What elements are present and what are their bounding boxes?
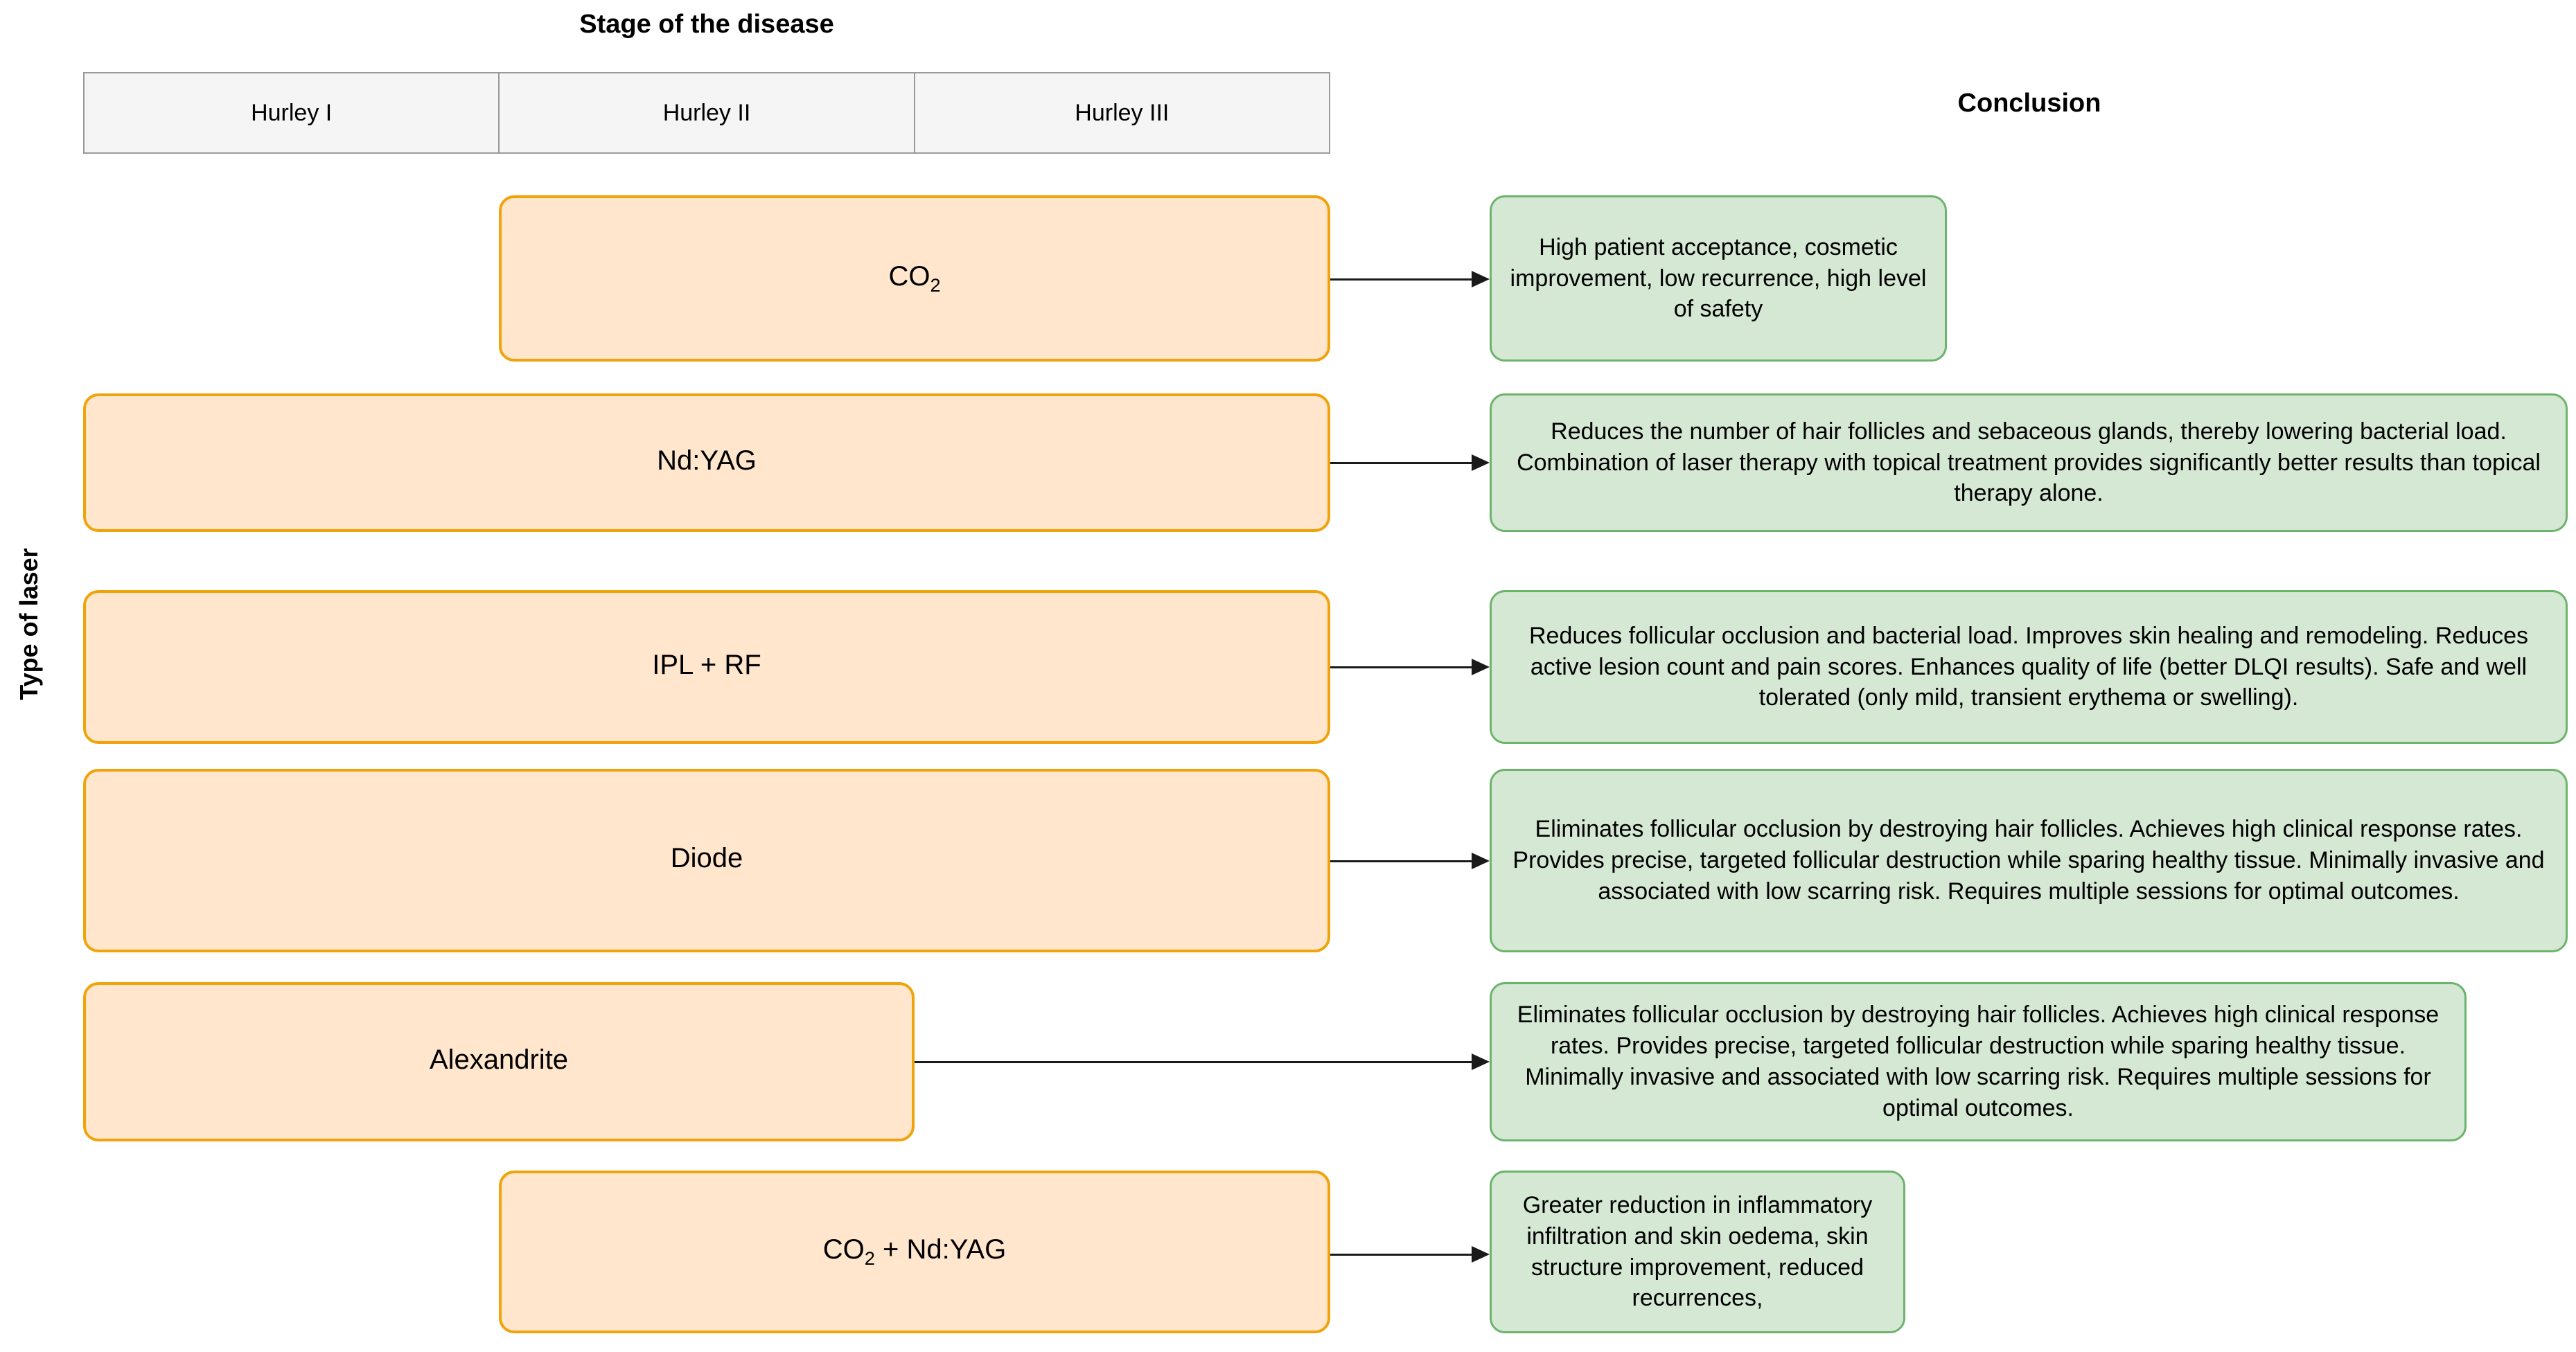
arrow-shaft [1330, 1254, 1472, 1256]
conclusion-text: Eliminates follicular occlusion by destr… [1512, 816, 2545, 905]
arrow-head [1472, 1246, 1490, 1263]
arrow-diode [1330, 853, 1490, 869]
conclusion-box-co2: High patient acceptance, cosmetic improv… [1490, 195, 1947, 362]
laser-label-text: CO [822, 1234, 865, 1265]
conclusion-box-diode: Eliminates follicular occlusion by destr… [1490, 769, 2568, 952]
conclusion-box-ipl-rf: Reduces follicular occlusion and bacteri… [1490, 590, 2568, 744]
laser-box-alexandrite-label: Alexandrite [430, 1044, 568, 1080]
laser-label-text: CO [888, 260, 930, 292]
stage-header-table: Hurley I Hurley II Hurley III [83, 72, 1330, 154]
laser-box-diode-label: Diode [671, 843, 743, 878]
arrow-co2-ndyag [1330, 1246, 1490, 1263]
arrow-shaft [1330, 860, 1472, 862]
laser-label-suffix: + Nd:YAG [874, 1234, 1007, 1265]
laser-label-subscript: 2 [930, 274, 941, 296]
conclusion-box-ndyag: Reduces the number of hair follicles and… [1490, 393, 2568, 532]
stage-of-disease-title: Stage of the disease [579, 10, 834, 39]
laser-label-text: Diode [670, 843, 743, 873]
stage-cell-hurley-3: Hurley III [913, 73, 1329, 152]
arrow-co2 [1330, 271, 1490, 287]
laser-label-text: Nd:YAG [657, 445, 757, 476]
arrow-shaft [1330, 462, 1472, 464]
conclusion-title: Conclusion [1957, 89, 2101, 118]
stage-cell-hurley-1: Hurley I [85, 73, 499, 152]
conclusion-text: Greater reduction in inflammatory infilt… [1522, 1191, 1873, 1312]
arrow-alexandrite [915, 1053, 1490, 1070]
conclusion-box-co2-ndyag: Greater reduction in inflammatory infilt… [1490, 1171, 1905, 1333]
laser-box-ipl-rf[interactable]: IPL + RF [83, 590, 1330, 744]
laser-label-text: Alexandrite [429, 1044, 569, 1075]
arrow-ipl-rf [1330, 659, 1490, 675]
laser-box-co2-ndyag-label: CO2 + Nd:YAG [823, 1234, 1006, 1270]
arrow-shaft [1330, 278, 1472, 281]
stage-cell-hurley-2: Hurley II [498, 73, 914, 152]
conclusion-box-alexandrite: Eliminates follicular occlusion by destr… [1490, 982, 2467, 1141]
arrow-head [1472, 454, 1490, 471]
laser-box-ndyag-label: Nd:YAG [657, 445, 757, 481]
laser-box-alexandrite[interactable]: Alexandrite [83, 982, 915, 1141]
arrow-ndyag [1330, 454, 1490, 471]
arrow-head [1472, 1053, 1490, 1070]
conclusion-text: Eliminates follicular occlusion by destr… [1517, 1002, 2440, 1121]
laser-box-co2[interactable]: CO2 [499, 195, 1330, 362]
arrow-head [1472, 853, 1490, 869]
arrow-head [1472, 271, 1490, 287]
conclusion-text: Reduces follicular occlusion and bacteri… [1528, 622, 2529, 711]
conclusion-text: High patient acceptance, cosmetic improv… [1510, 233, 1927, 323]
laser-label-text: IPL + RF [652, 649, 761, 680]
arrow-shaft [1330, 666, 1472, 668]
arrow-head [1472, 659, 1490, 675]
laser-box-ndyag[interactable]: Nd:YAG [83, 393, 1330, 532]
laser-box-diode[interactable]: Diode [83, 769, 1330, 952]
arrow-shaft [915, 1061, 1472, 1063]
laser-box-ipl-rf-label: IPL + RF [652, 650, 761, 685]
conclusion-text: Reduces the number of hair follicles and… [1517, 418, 2541, 507]
type-of-laser-axis-label: Type of laser [15, 548, 43, 700]
laser-box-co2-ndyag[interactable]: CO2 + Nd:YAG [499, 1171, 1330, 1333]
laser-box-co2-label: CO2 [888, 261, 940, 296]
laser-label-subscript: 2 [864, 1247, 875, 1269]
